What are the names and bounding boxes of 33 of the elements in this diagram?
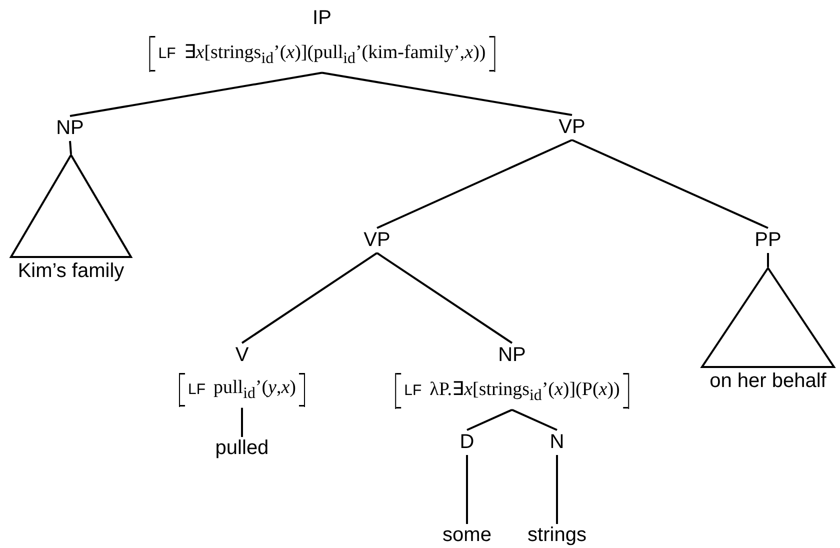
tree-branch <box>466 408 512 431</box>
category-label: NP <box>498 343 526 367</box>
category-label: IP <box>312 6 332 30</box>
tree-branch <box>322 72 572 116</box>
category-label: VP <box>364 228 390 252</box>
category-label: V <box>235 343 249 367</box>
formula-text: ∃x[strings$_{id}$’(x)](pull$_{id}$’(kim-family’,x)) <box>184 41 486 68</box>
word-label: strings <box>528 524 586 546</box>
word-label: some <box>442 524 492 546</box>
tree-branch <box>556 455 558 524</box>
tree-branch <box>241 252 378 344</box>
tree-branch <box>572 139 768 229</box>
word-label: pulled <box>215 437 269 459</box>
tree-branch <box>466 455 468 524</box>
category-label: NP <box>56 116 84 140</box>
category-label: N <box>550 430 564 454</box>
tree-branch <box>70 72 322 117</box>
formula-text: pull$_{id}$’(y,x) <box>214 377 296 403</box>
category-label: D <box>460 430 474 454</box>
tree-branch <box>376 252 513 344</box>
feature-name: LF <box>404 382 422 400</box>
tree-branch <box>376 139 572 229</box>
tree-branch <box>241 408 243 437</box>
feature-name: LF <box>158 45 176 62</box>
tree-branch <box>767 253 769 267</box>
tree-branch <box>512 408 558 431</box>
feature-name: LF <box>188 381 206 398</box>
formula-text: λP.∃x[strings$_{id}$’(x)](P(x)) <box>430 378 620 405</box>
category-label: VP <box>558 115 586 139</box>
tree-branch <box>69 140 72 154</box>
word-label: on her behalf <box>710 370 826 392</box>
word-label: Kim’s family <box>18 260 124 282</box>
category-label: PP <box>754 228 782 252</box>
